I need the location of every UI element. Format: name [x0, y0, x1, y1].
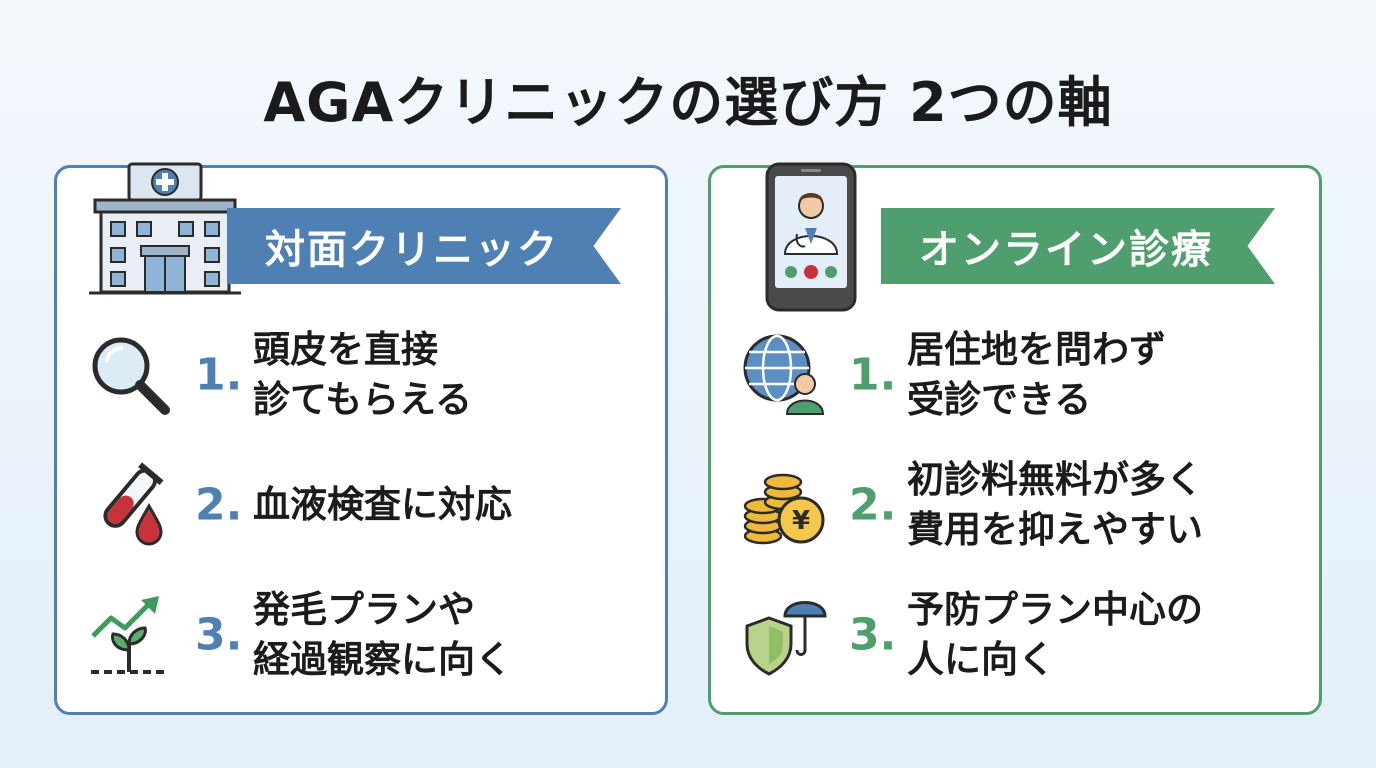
item-text: 初診料無料が多く費用を抑えやすい [907, 458, 1203, 551]
list-item: ¥ 2. 初診料無料が多く費用を抑えやすい [741, 450, 1301, 560]
page-title: AGAクリニックの選び方 2つの軸 [263, 71, 1113, 134]
magnifier-icon [92, 337, 170, 415]
item-number: 3. [195, 609, 243, 661]
in-person-clinic-card: 対面クリニック 1. 頭皮を直接診てもらえる 2. 血液検査に対応 [54, 162, 668, 715]
item-number: 3. [849, 609, 897, 661]
item-number: 1. [195, 349, 243, 401]
online-consultation-card: オンライン診療 1. 居住地を問わず受診できる ¥ 2. [708, 162, 1322, 715]
list-item: 3. 発毛プランや経過観察に向く [87, 580, 647, 690]
growth-chart-icon [91, 596, 169, 674]
svg-text:¥: ¥ [792, 506, 810, 536]
list-item: 1. 頭皮を直接診てもらえる [87, 320, 647, 430]
item-text: 頭皮を直接診てもらえる [253, 328, 473, 421]
yen-coins-icon: ¥ [743, 473, 825, 545]
in-person-clinic-banner: 対面クリニック [227, 208, 621, 284]
blood-test-icon [103, 462, 164, 546]
item-text: 血液検査に対応 [253, 483, 512, 526]
list-item: 2. 血液検査に対応 [87, 450, 647, 560]
globe-person-icon [743, 334, 825, 415]
item-number: 2. [849, 479, 897, 531]
smartphone-doctor-icon [765, 162, 857, 312]
online-consultation-banner: オンライン診療 [881, 208, 1275, 284]
item-number: 2. [195, 479, 243, 531]
item-text: 発毛プランや経過観察に向く [253, 588, 512, 681]
list-item: 1. 居住地を問わず受診できる [741, 320, 1301, 430]
shield-umbrella-icon [745, 601, 827, 676]
list-item: 3. 予防プラン中心の人に向く [741, 580, 1301, 690]
item-number: 1. [849, 349, 897, 401]
item-text: 居住地を問わず受診できる [907, 328, 1166, 421]
item-text: 予防プラン中心の人に向く [907, 588, 1203, 681]
hospital-icon [89, 162, 241, 295]
